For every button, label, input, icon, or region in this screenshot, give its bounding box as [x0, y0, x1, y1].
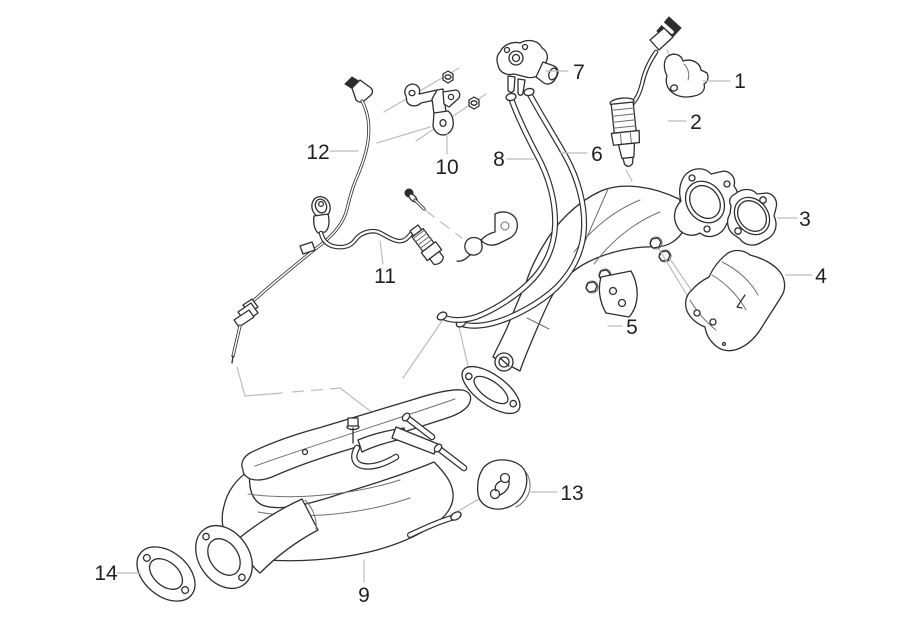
- part-catalytic-converter: [461, 168, 740, 415]
- callout-6: 6: [591, 143, 603, 166]
- callout-10: 10: [435, 156, 458, 179]
- callout-2: 2: [690, 111, 702, 134]
- callout-12: 12: [306, 141, 329, 164]
- part-oxygen-sensor-rear: [311, 195, 445, 266]
- part-gasket-oval: [136, 546, 196, 602]
- part-pressure-sensor: [496, 39, 559, 96]
- leader-11: [379, 240, 384, 265]
- hanger-hardware: [346, 412, 468, 472]
- part-temperature-sensor: [231, 76, 374, 364]
- callout-4: 4: [815, 265, 827, 288]
- callout-labels: 1 2 3 4 5 6 7 8 9 10 11 12 13 14: [94, 61, 827, 607]
- inlet-flange: [195, 525, 253, 589]
- callout-3: 3: [799, 208, 811, 231]
- callout-14: 14: [94, 562, 118, 585]
- converter-outlet-flange: [461, 365, 521, 415]
- callout-9: 9: [358, 584, 370, 607]
- part-rubber-hanger: [476, 459, 531, 510]
- callout-leaders: [116, 70, 813, 583]
- cable-clip: [299, 241, 316, 255]
- callout-5: 5: [626, 316, 638, 339]
- part-oxygen-sensor-front: [609, 16, 682, 167]
- bracket-nut: [468, 96, 480, 110]
- callout-7: 7: [573, 61, 585, 84]
- part-mounting-bracket: [404, 70, 480, 136]
- sensor-clip-bracket: [456, 211, 518, 262]
- bracket-nut: [442, 70, 454, 84]
- callout-13: 13: [560, 482, 583, 505]
- part-particulate-filter: [195, 389, 472, 589]
- converter-inlet-flange: [673, 168, 740, 238]
- part-gasket-converter: [726, 188, 778, 246]
- callout-1: 1: [734, 70, 746, 93]
- part-sensor-bracket: [663, 53, 709, 98]
- callout-8: 8: [493, 148, 505, 171]
- hardware-bolt: [404, 188, 426, 211]
- part-heat-shield: [685, 249, 786, 352]
- part-pressure-pipe-front: [436, 92, 559, 323]
- callout-11: 11: [374, 265, 396, 288]
